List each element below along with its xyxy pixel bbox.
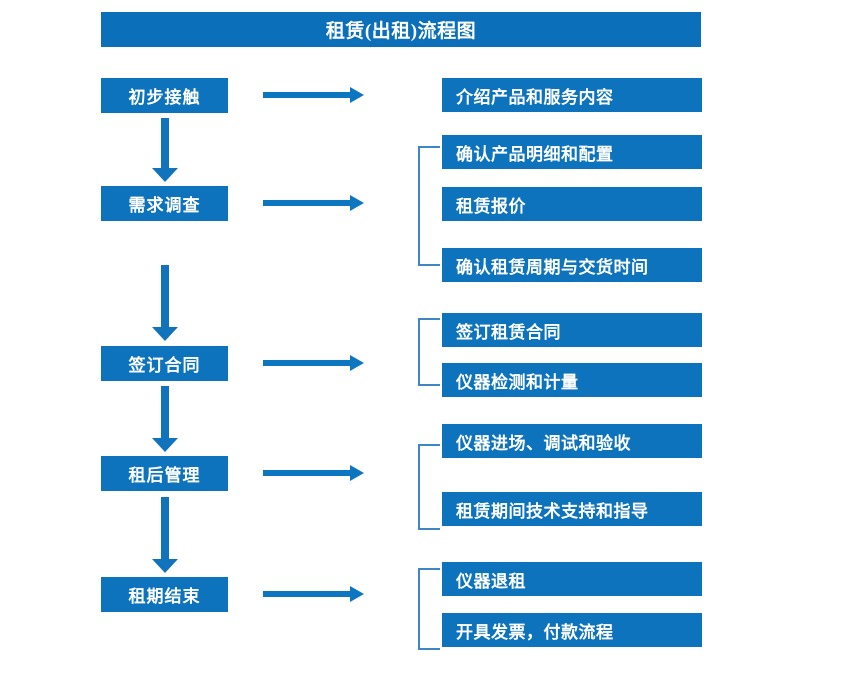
down-arrow-icon-survey-to-contract — [152, 265, 178, 341]
stage-label: 需求调查 — [128, 196, 201, 215]
detail-box-inspect-meter[interactable]: 仪器检测和计量 — [442, 363, 702, 397]
stage-label: 租期结束 — [128, 587, 201, 606]
page-title: 租赁(出租)流程图 — [101, 12, 701, 47]
detail-box-sign-rental-contract[interactable]: 签订租赁合同 — [442, 313, 702, 347]
detail-label: 仪器退租 — [456, 571, 526, 591]
stage-box-post-rent-management[interactable]: 租后管理 — [101, 456, 228, 491]
detail-box-instrument-entry[interactable]: 仪器进场、调试和验收 — [442, 424, 702, 458]
down-arrow-icon-management-to-leaseend — [152, 497, 178, 573]
detail-label: 确认产品明细和配置 — [456, 144, 614, 164]
detail-label: 租赁期间技术支持和指导 — [456, 501, 649, 521]
detail-box-return-instrument[interactable]: 仪器退租 — [442, 562, 702, 596]
stage-box-initial-contact[interactable]: 初步接触 — [101, 78, 228, 113]
group-bracket-post-rent-management — [418, 444, 440, 530]
detail-label: 确认租赁周期与交货时间 — [456, 257, 649, 277]
group-bracket-sign-contract — [418, 318, 440, 386]
detail-label: 签订租赁合同 — [456, 322, 561, 342]
right-arrow-icon-leaseend — [263, 586, 364, 602]
group-bracket-needs-survey — [418, 146, 440, 266]
detail-label: 介绍产品和服务内容 — [456, 87, 614, 107]
detail-box-intro-products[interactable]: 介绍产品和服务内容 — [442, 78, 702, 112]
detail-box-invoice-payment[interactable]: 开具发票，付款流程 — [442, 613, 702, 647]
right-arrow-icon-management — [263, 465, 364, 481]
stage-box-needs-survey[interactable]: 需求调查 — [101, 186, 228, 221]
right-arrow-icon-contract — [263, 355, 364, 371]
stage-label: 签订合同 — [128, 356, 201, 375]
detail-label: 仪器检测和计量 — [456, 372, 579, 392]
down-arrow-icon-contract-to-management — [152, 386, 178, 452]
stage-label: 初步接触 — [128, 88, 201, 107]
stage-box-lease-end[interactable]: 租期结束 — [101, 577, 228, 612]
detail-box-confirm-term[interactable]: 确认租赁周期与交货时间 — [442, 248, 702, 282]
right-arrow-icon-survey — [263, 195, 364, 211]
stage-box-sign-contract[interactable]: 签订合同 — [101, 346, 228, 381]
detail-label: 仪器进场、调试和验收 — [456, 433, 631, 453]
detail-box-rental-quote[interactable]: 租赁报价 — [442, 187, 702, 221]
stage-label: 租后管理 — [128, 466, 201, 485]
detail-label: 租赁报价 — [456, 196, 526, 216]
down-arrow-icon-contact-to-survey — [152, 118, 178, 182]
detail-box-confirm-spec[interactable]: 确认产品明细和配置 — [442, 135, 702, 169]
detail-box-tech-support[interactable]: 租赁期间技术支持和指导 — [442, 492, 702, 526]
detail-label: 开具发票，付款流程 — [456, 622, 614, 642]
right-arrow-icon-contact — [263, 87, 364, 103]
group-bracket-lease-end — [418, 568, 440, 650]
